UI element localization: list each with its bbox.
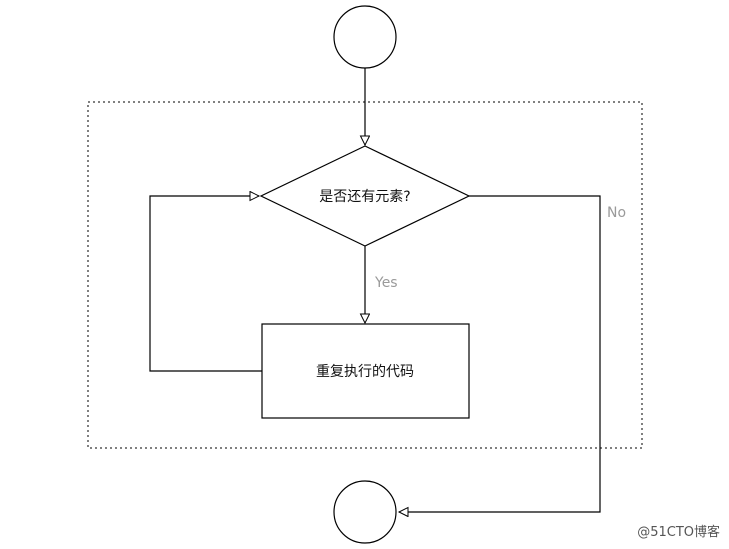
no-edge-label: No — [607, 205, 626, 221]
process-node — [261, 323, 470, 419]
yes-edge-label: Yes — [374, 275, 398, 291]
end-node — [333, 480, 397, 544]
watermark: @51CTO博客 — [637, 525, 720, 540]
edge-loop-back — [149, 196, 262, 372]
decision-node-label: 是否还有元素? — [319, 189, 410, 205]
edge-decision-to-end — [399, 195, 601, 512]
process-node-label: 重复执行的代码 — [316, 363, 414, 380]
start-node — [333, 5, 397, 69]
